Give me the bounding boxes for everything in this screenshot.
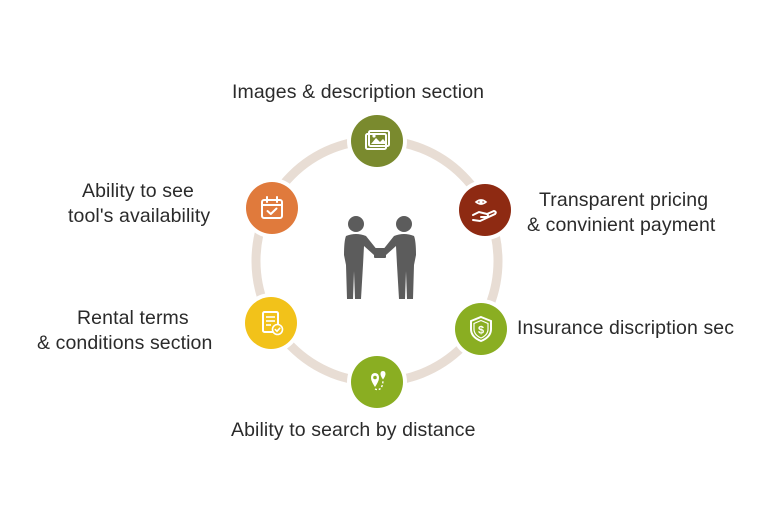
document-check-icon	[262, 311, 284, 336]
calendar-check-icon	[261, 196, 283, 219]
handshake-people-icon	[344, 216, 416, 299]
distance-node	[351, 356, 403, 408]
rental-label-line-1: Rental terms	[77, 307, 189, 329]
map-pins-icon	[371, 371, 386, 391]
distance-label: Ability to search by distance	[231, 419, 476, 441]
rental-label-line-2: & conditions section	[37, 332, 213, 354]
pricing-label: Transparent pricing & convinient payment	[527, 188, 715, 238]
availability-node	[246, 182, 298, 234]
pricing-label-line-2: & convinient payment	[527, 214, 716, 236]
images-node	[351, 115, 403, 167]
insurance-label: Insurance discription sec	[517, 317, 735, 339]
pricing-node	[459, 184, 511, 236]
images-label: Images & description section	[232, 81, 485, 103]
availability-label: Ability to see tool's availability	[68, 179, 210, 229]
images-icon	[365, 130, 390, 150]
rental-label: Rental terms & conditions section	[37, 306, 212, 356]
rental-node	[245, 297, 297, 349]
money-hand-icon	[472, 199, 497, 223]
shield-dollar-icon: $	[470, 315, 492, 343]
availability-label-line-2: tool's availability	[68, 205, 211, 227]
pricing-label-line-1: Transparent pricing	[539, 189, 709, 211]
availability-label-line-1: Ability to see	[82, 180, 194, 202]
svg-text:$: $	[478, 325, 484, 337]
insurance-node: $	[455, 303, 507, 355]
